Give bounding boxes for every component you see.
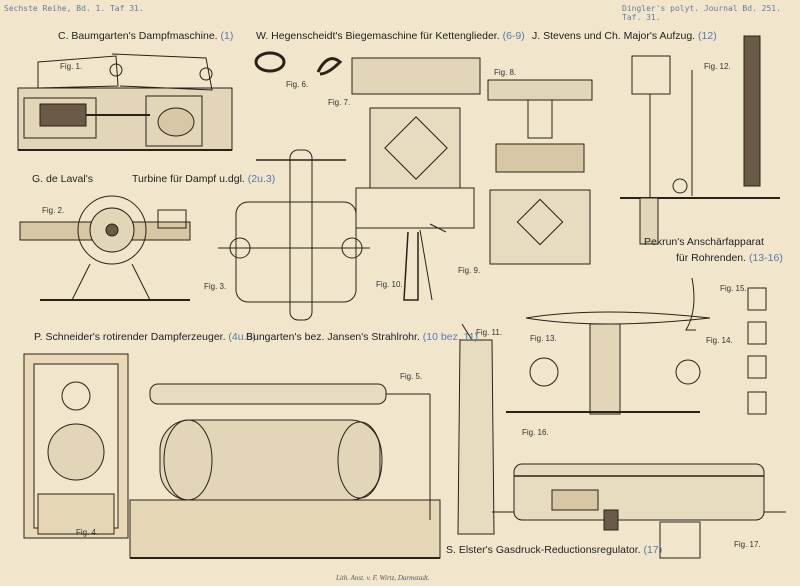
- title-pekrun-line1: Pekrun's Anschärfapparat: [644, 236, 764, 248]
- fig13-16-sharpening-drawing: [506, 277, 767, 415]
- fig-label-7: Fig. 7.: [328, 98, 351, 107]
- fig-label-13: Fig. 13.: [530, 334, 557, 343]
- fig-label-17: Fig. 17.: [734, 540, 761, 549]
- fig8-9-bending-drawing: [487, 79, 593, 265]
- fig-label-5: Fig. 5.: [400, 372, 423, 381]
- fig-label-4: Fig. 4.: [76, 528, 99, 537]
- fig-label-3: Fig. 3.: [204, 282, 227, 291]
- fig-label-8: Fig. 8.: [494, 68, 517, 77]
- fig-label-11: Fig. 11.: [476, 328, 503, 337]
- fig-label-2: Fig. 2.: [42, 206, 65, 215]
- title-elster: S. Elster's Gasdruck-Reductionsregulator…: [446, 544, 663, 556]
- fig-label-15: Fig. 15.: [720, 284, 747, 293]
- title-hegenscheidt: W. Hegenscheidt's Biegemaschine für Kett…: [256, 30, 525, 42]
- header-right: Dingler's polyt. Journal Bd. 251. Taf. 3…: [622, 4, 781, 22]
- title-turbine: Turbine für Dampf u.dgl. (2u.3): [132, 173, 276, 185]
- fig3-turbine-plan-drawing: [218, 149, 370, 321]
- fig2-turbine-drawing: [19, 195, 191, 301]
- fig-label-9: Fig. 9.: [458, 266, 481, 275]
- lithography-imprint: Lith. Anst. v. F. Wirtz, Darmstadt.: [336, 574, 430, 582]
- fig1-engine-drawing: [17, 53, 233, 151]
- fig11-nozzle-drawing: [457, 323, 495, 535]
- fig-label-12: Fig. 12.: [704, 62, 731, 71]
- fig5-boiler-drawing: [129, 383, 441, 559]
- fig4-furnace-drawing: [23, 353, 129, 539]
- title-baumgarten: C. Baumgarten's Dampfmaschine. (1): [58, 30, 234, 42]
- title-pekrun-line2: für Rohrenden. (13-16): [676, 252, 783, 264]
- fig17-regulator-drawing: [492, 463, 786, 559]
- title-laval: G. de Laval's: [32, 173, 93, 185]
- title-schneider: P. Schneider's rotirender Dampferzeuger.…: [34, 331, 256, 343]
- title-bungarten: Bungarten's bez. Jansen's Strahlrohr. (1…: [246, 331, 479, 343]
- fig-label-10: Fig. 10.: [376, 280, 403, 289]
- fig-label-6: Fig. 6.: [286, 80, 309, 89]
- fig10-nozzle-drawing: [403, 223, 447, 301]
- fig-label-14: Fig. 14.: [706, 336, 733, 345]
- fig12-elevator-drawing: [620, 35, 780, 245]
- fig-label-1: Fig. 1.: [60, 62, 83, 71]
- fig-label-16: Fig. 16.: [522, 428, 549, 437]
- header-left: Sechste Reihe, Bd. 1. Taf 31.: [4, 4, 144, 13]
- title-stevens: J. Stevens und Ch. Major's Aufzug. (12): [532, 30, 717, 42]
- fig6-7-bending-drawing: [254, 51, 481, 229]
